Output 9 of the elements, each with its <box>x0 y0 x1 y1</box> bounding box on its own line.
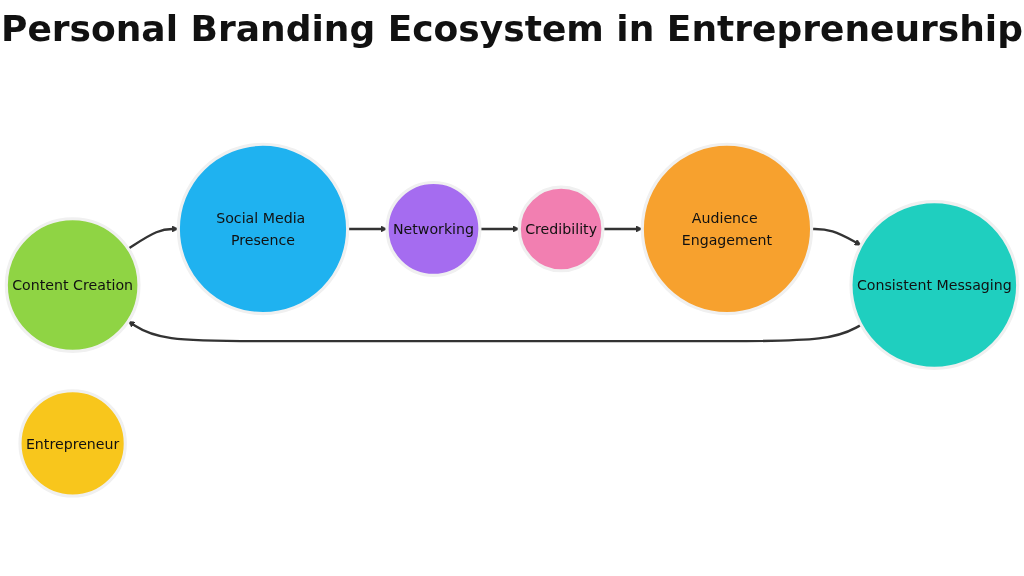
node-circle: Entrepreneur <box>18 389 127 498</box>
node-circle: Content Creation <box>4 216 141 353</box>
node-circle: Consistent Messaging <box>849 199 1020 370</box>
node-circle: Networking <box>385 180 482 277</box>
diagram-title: Personal Branding Ecosystem in Entrepreneurship <box>0 8 1024 49</box>
node-circle: Audience Engagement <box>640 142 814 315</box>
node-circle: Social Media Presence <box>176 142 350 315</box>
arrow <box>127 320 862 343</box>
node-circle: Credibility <box>517 185 605 273</box>
